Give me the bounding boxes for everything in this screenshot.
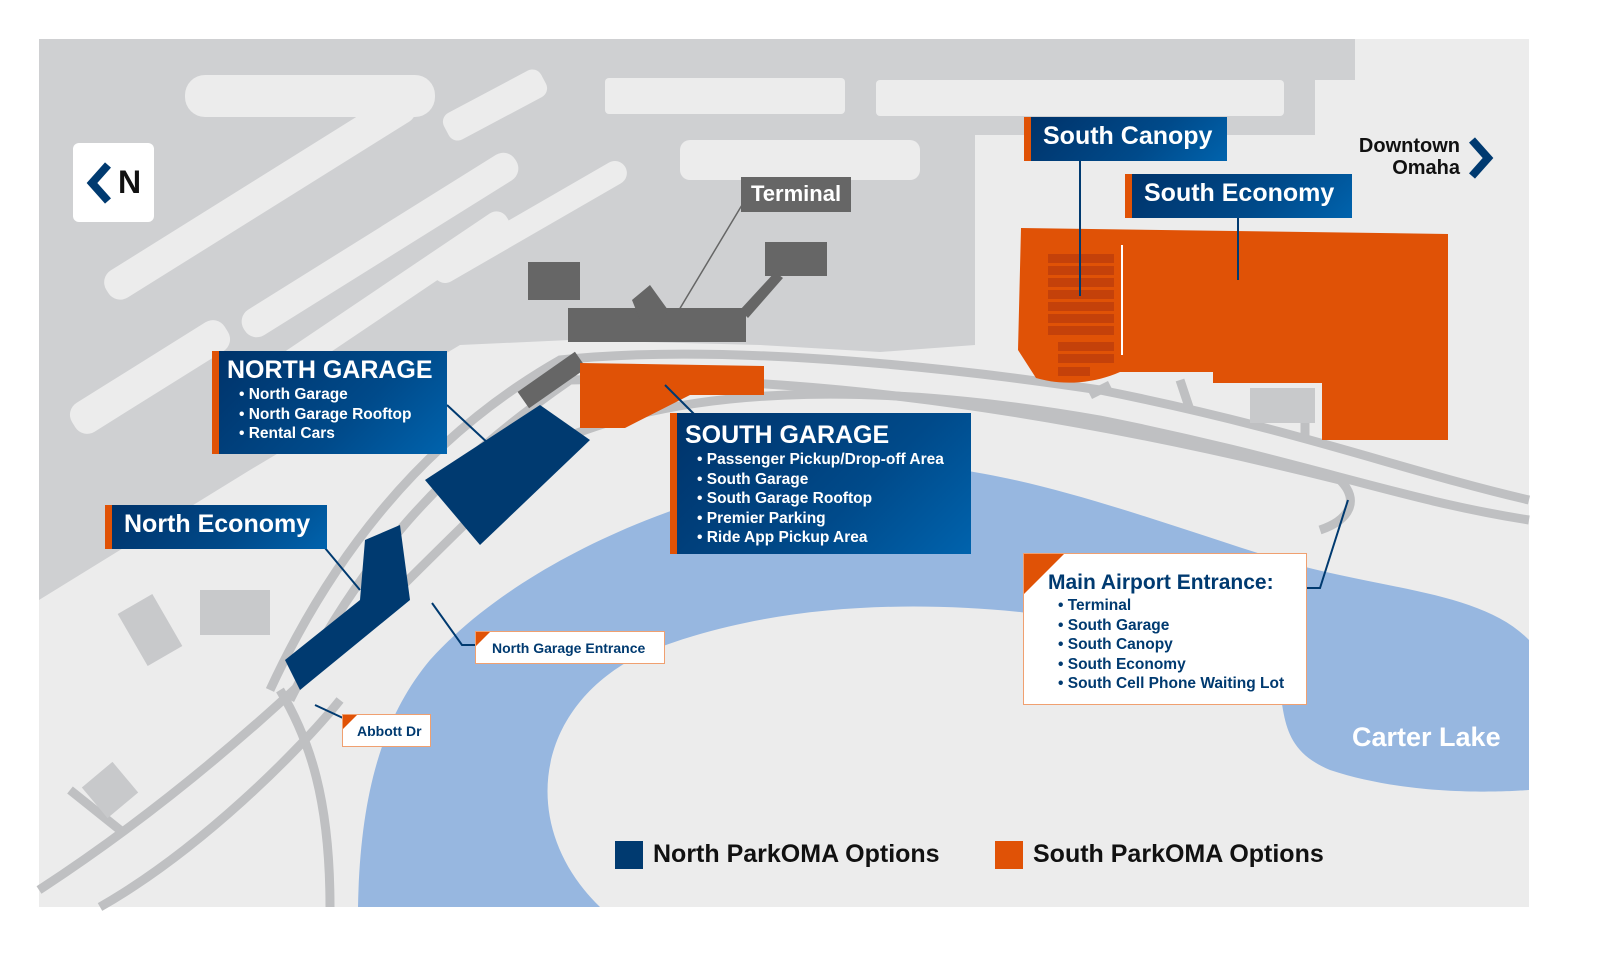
lake-shore-land — [547, 606, 1529, 907]
south-garage-label: SOUTH GARAGE Passenger Pickup/Drop-off A… — [670, 413, 971, 554]
direction-line1: Downtown — [1358, 135, 1460, 157]
chevron-right-icon — [1469, 137, 1494, 179]
north-garage-entrance-label: North Garage Entrance — [475, 631, 665, 664]
legend-north: North ParkOMA Options — [615, 840, 940, 869]
south-economy-label: South Economy — [1125, 174, 1352, 218]
terminal-building — [517, 242, 827, 409]
south-garage-title: SOUTH GARAGE — [685, 421, 890, 449]
north-garage-list: North Garage North Garage Rooftop Rental… — [227, 385, 439, 444]
north-garage-title: NORTH GARAGE — [227, 356, 433, 384]
legend-label: North ParkOMA Options — [653, 840, 940, 868]
chevron-left-icon — [86, 161, 111, 204]
south-canopy-label: South Canopy — [1024, 117, 1227, 161]
list-item: Terminal — [1058, 596, 1306, 616]
list-item: Rental Cars — [239, 424, 439, 444]
north-swatch — [615, 840, 643, 869]
south-economy-area — [1018, 228, 1448, 440]
leader-lines — [314, 160, 1349, 719]
label-text: North Garage Entrance — [492, 640, 646, 656]
south-garage-list: Passenger Pickup/Drop-off Area South Gar… — [685, 450, 963, 548]
list-item: South Canopy — [1058, 635, 1306, 655]
main-entrance-title: Main Airport Entrance: — [1048, 571, 1274, 594]
downtown-omaha-direction: Downtown Omaha — [1330, 135, 1460, 179]
list-item: Premier Parking — [697, 509, 963, 529]
direction-line2: Omaha — [1392, 157, 1460, 179]
list-item: South Cell Phone Waiting Lot — [1058, 674, 1306, 694]
legend-label: South ParkOMA Options — [1033, 840, 1324, 868]
abbott-dr-label: Abbott Dr — [342, 714, 431, 747]
south-garage-area — [580, 363, 764, 428]
carter-lake-label: Carter Lake — [1352, 722, 1501, 752]
list-item: South Garage — [1058, 616, 1306, 636]
runways — [41, 69, 1284, 702]
legend-south: South ParkOMA Options — [995, 840, 1324, 869]
buildings — [81, 388, 1315, 819]
list-item: South Garage Rooftop — [697, 489, 963, 509]
list-item: Passenger Pickup/Drop-off Area — [697, 450, 963, 470]
terminal-label: Terminal — [741, 177, 852, 212]
main-entrance-list: Terminal South Garage South Canopy South… — [1048, 596, 1306, 694]
north-garage-label: NORTH GARAGE North Garage North Garage R… — [212, 351, 447, 454]
north-label: N — [117, 164, 142, 200]
list-item: Ride App Pickup Area — [697, 528, 963, 548]
list-item: North Garage — [239, 385, 439, 405]
list-item: South Garage — [697, 470, 963, 490]
north-garage-area — [425, 405, 590, 545]
south-swatch — [995, 840, 1023, 869]
main-entrance-label: Main Airport Entrance: Terminal South Ga… — [1023, 553, 1307, 705]
north-economy-area — [285, 525, 410, 690]
list-item: South Economy — [1058, 655, 1306, 675]
list-item: North Garage Rooftop — [239, 405, 439, 425]
label-text: Abbott Dr — [357, 723, 422, 739]
north-compass: N — [73, 143, 154, 222]
north-economy-label: North Economy — [105, 505, 327, 549]
